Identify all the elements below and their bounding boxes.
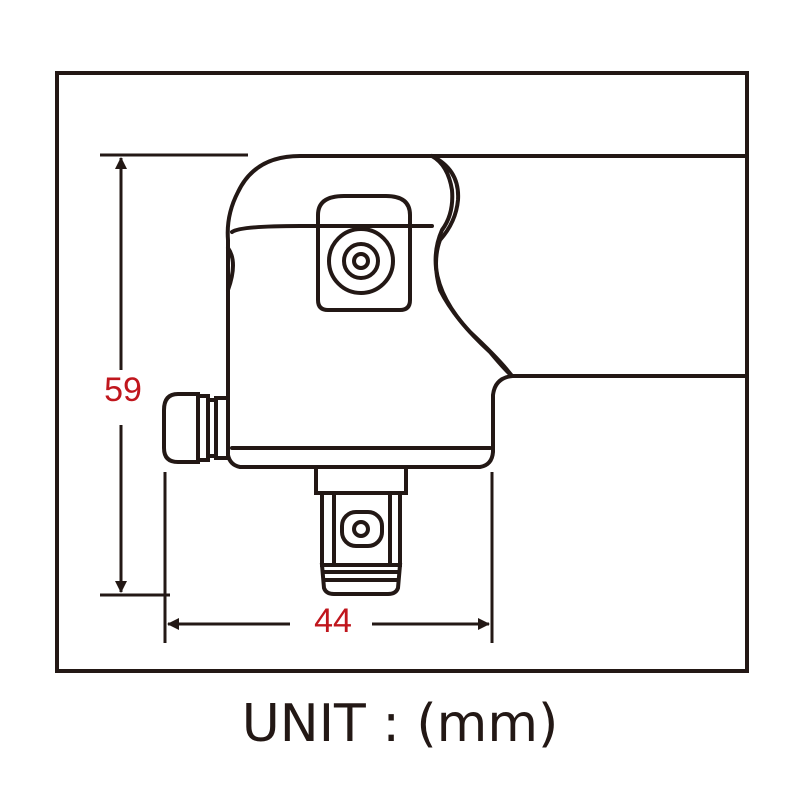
height-dimension-label: 59: [98, 373, 148, 407]
reverse-switch: [316, 194, 412, 312]
anvil-pin: [352, 520, 370, 538]
square-drive-anvil: [314, 465, 408, 596]
tool-head-band: [230, 224, 434, 234]
fitting-cap: [162, 392, 200, 464]
drawing-frame: [55, 71, 749, 673]
tool-head-inner-contour: [430, 154, 514, 378]
switch-outer-ring: [327, 227, 395, 295]
anvil-collar: [314, 465, 408, 495]
anvil-tip: [319, 563, 403, 596]
unit-caption: UNIT : (mm): [241, 694, 559, 754]
switch-inner-ring: [342, 242, 380, 280]
width-dimension-label: 44: [303, 604, 363, 638]
tool-outline: [225, 154, 749, 469]
switch-center: [352, 252, 370, 270]
height-dimension: [100, 153, 248, 597]
switch-plate: [316, 194, 412, 312]
air-inlet-fitting: [162, 392, 230, 464]
fitting-ring-3: [214, 396, 230, 460]
width-dimension: [163, 472, 494, 643]
anvil-pin-hole: [340, 510, 384, 548]
tool-head-rib: [226, 246, 235, 292]
anvil-tip-grooves: [324, 570, 398, 582]
anvil-groove: [332, 493, 392, 565]
